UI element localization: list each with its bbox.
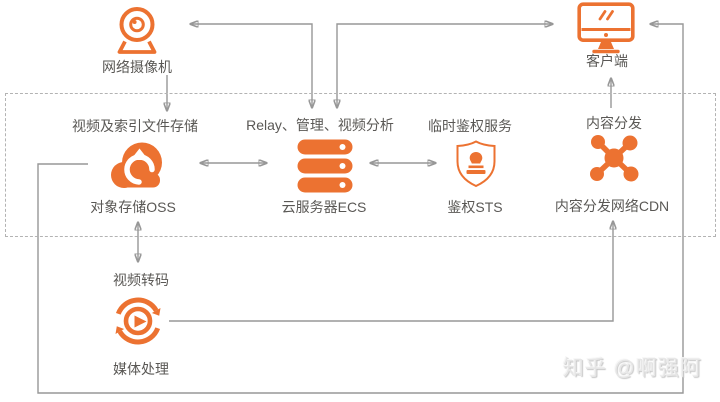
sts-caption: 临时鉴权服务 bbox=[428, 118, 512, 134]
camera-label: 网络摄像机 bbox=[102, 59, 172, 75]
watermark-text: 知乎 @啊强阿 bbox=[562, 357, 702, 380]
ecs-label: 云服务器ECS bbox=[281, 199, 367, 215]
webcam-icon bbox=[109, 4, 165, 58]
server-stack-icon bbox=[297, 139, 353, 193]
network-nodes-icon bbox=[585, 134, 643, 184]
monitor-icon bbox=[577, 2, 635, 54]
oss-label: 对象存储OSS bbox=[90, 199, 176, 215]
client-label: 客户端 bbox=[586, 53, 628, 69]
mts-caption: 视频转码 bbox=[113, 272, 169, 288]
shield-stamp-icon bbox=[452, 139, 500, 189]
cloud-upload-icon bbox=[105, 136, 165, 194]
cdn-label: 内容分发网络CDN bbox=[554, 198, 670, 214]
sts-label: 鉴权STS bbox=[447, 199, 503, 215]
mts-label: 媒体处理 bbox=[113, 361, 169, 377]
cloud-boundary-box bbox=[5, 93, 716, 237]
media-transcode-icon bbox=[110, 293, 166, 349]
oss-caption: 视频及索引文件存储 bbox=[72, 118, 198, 134]
ecs-caption: Relay、管理、视频分析 bbox=[246, 117, 394, 133]
cdn-caption: 内容分发 bbox=[586, 115, 642, 131]
